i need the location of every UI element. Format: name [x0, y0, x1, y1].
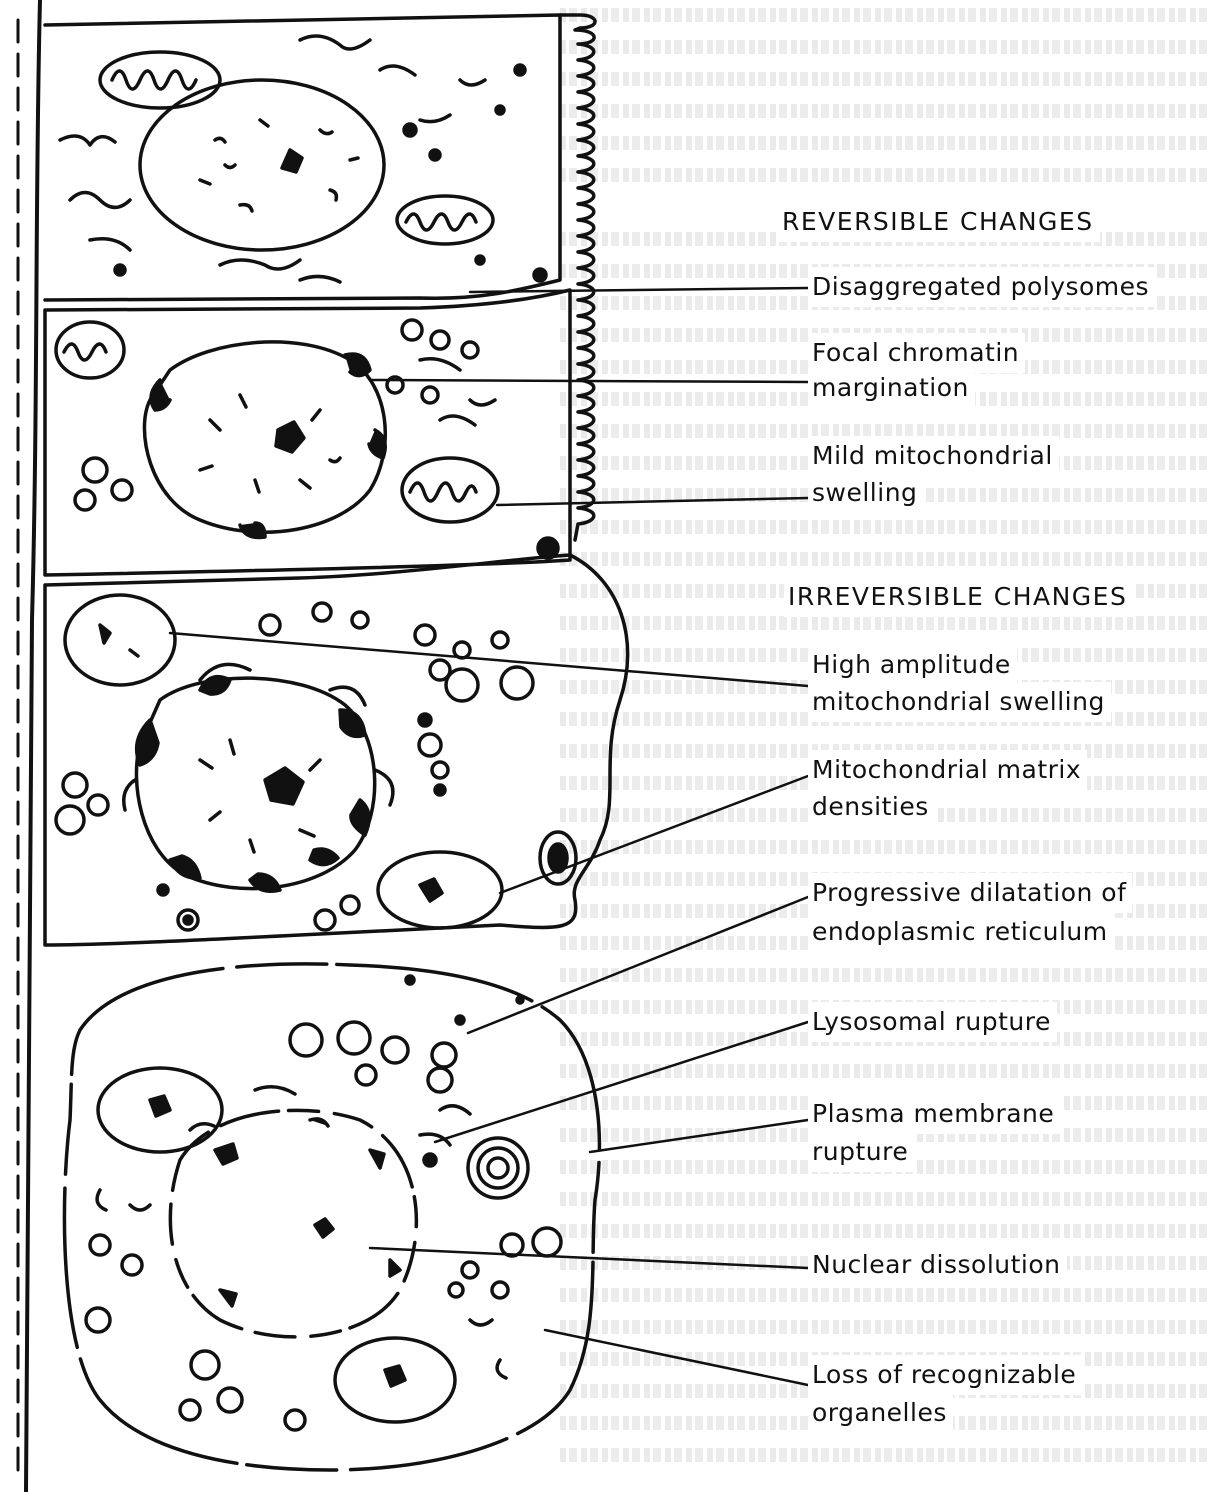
- label-nuclear-dissolution: Nuclear dissolution: [808, 1245, 1067, 1285]
- label-focal-chromatin-2: margination: [808, 368, 975, 408]
- leader-nuclear: [370, 1248, 808, 1268]
- label-mild-mito-1: Mild mitochondrial: [808, 436, 1059, 476]
- leader-mild-mito: [497, 498, 808, 505]
- label-loss-organelles-1: Loss of recognizable: [808, 1355, 1082, 1395]
- leader-lysosomal: [435, 1022, 808, 1142]
- label-loss-organelles-2: organelles: [808, 1393, 953, 1433]
- label-mild-mito-2: swelling: [808, 473, 923, 513]
- label-er-dilatation-2: endoplasmic reticulum: [808, 912, 1114, 952]
- leader-focal-chromatin: [372, 380, 808, 382]
- label-focal-chromatin-1: Focal chromatin: [808, 333, 1025, 373]
- basement-membrane: [26, 0, 40, 1492]
- mitochondrion-normal: [397, 196, 493, 244]
- mitochondrion-high-amplitude: [65, 595, 175, 685]
- leader-matrix-densities: [500, 776, 808, 893]
- label-high-amplitude-1: High amplitude: [808, 645, 1017, 685]
- label-lysosomal-rupture: Lysosomal rupture: [808, 1002, 1057, 1042]
- leader-plasma-membrane: [590, 1120, 808, 1152]
- cell-reversible-outline: [45, 290, 570, 575]
- leader-er-dilatation: [468, 897, 808, 1033]
- nucleus-dissolution: [170, 1110, 416, 1337]
- label-er-dilatation-1: Progressive dilatation of: [808, 873, 1132, 913]
- heading-irreversible: IRREVERSIBLE CHANGES: [784, 577, 1133, 617]
- label-high-amplitude-2: mitochondrial swelling: [808, 682, 1111, 722]
- leader-loss-organelles: [545, 1330, 808, 1385]
- label-plasma-membrane-2: rupture: [808, 1132, 914, 1172]
- mitochondrion-normal: [100, 52, 220, 108]
- label-matrix-densities-2: densities: [808, 787, 935, 827]
- label-matrix-densities-1: Mitochondrial matrix: [808, 750, 1087, 790]
- label-disaggregated-polysomes: Disaggregated polysomes: [808, 267, 1155, 307]
- label-plasma-membrane-1: Plasma membrane: [808, 1094, 1060, 1134]
- cell-necrotic-outline: [64, 964, 599, 1470]
- heading-reversible: REVERSIBLE CHANGES: [778, 202, 1100, 242]
- microvilli: [560, 15, 595, 540]
- nucleus-chromatin-margination: [144, 342, 385, 532]
- cell-irreversible-outline: [45, 555, 628, 945]
